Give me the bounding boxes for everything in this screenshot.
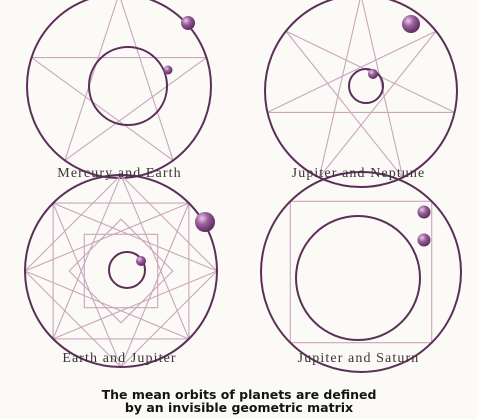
outer-orbit [261,172,461,372]
outer-planet [195,212,215,232]
panel-jupiter-saturn [261,172,461,372]
panel-jupiter-neptune [265,0,457,187]
pentagram-geometry [32,0,207,160]
panel-mercury-earth [27,0,211,178]
inner-planet [418,234,431,247]
outer-orbit [265,0,457,187]
inner-planet [368,69,378,79]
square-geometry-a [53,203,189,339]
outer-orbit [25,175,217,367]
inner-planet [164,66,173,75]
outer-planet [418,206,431,219]
inner-planet [136,256,146,266]
inner-orbit [89,47,167,125]
heptagram-geometry [267,0,454,178]
outer-planet [402,15,420,33]
inner-orbit [296,216,420,340]
panel-earth-jupiter [25,175,217,367]
caption-earth-jupiter: Earth and Jupiter [0,351,239,367]
square-geometry [290,201,431,342]
caption-jupiter-saturn: Jupiter and Saturn [239,351,478,367]
caption-jupiter-neptune: Jupiter and Neptune [239,166,478,182]
outer-planet [181,16,195,30]
footer-line-2: by an invisible geometric matrix [0,401,478,414]
caption-mercury-earth: Mercury and Earth [0,166,239,182]
